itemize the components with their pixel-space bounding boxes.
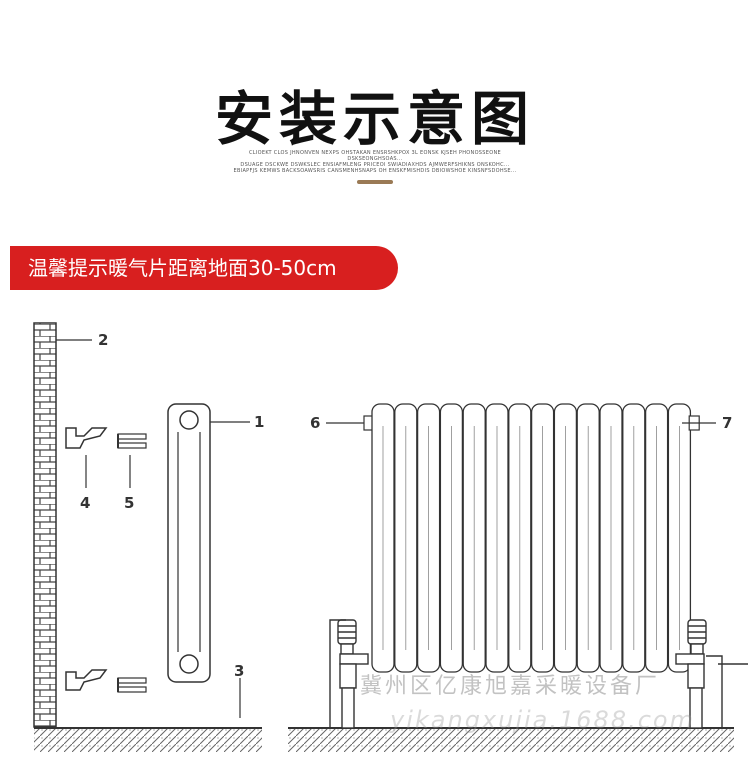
floor-right [288, 727, 734, 752]
page-title: 安装示意图 [214, 85, 535, 153]
label-5: 5 [124, 494, 135, 512]
radiator-side-view [167, 403, 211, 683]
label-1: 1 [254, 413, 265, 431]
watermark-text: 冀州区亿康旭嘉采暖设备厂 [360, 674, 661, 699]
subtitle-line: DSUAGE DSCKWE DSWKSLEC ENSIAFMLENG PRICE… [240, 162, 510, 168]
label-6: 6 [310, 414, 321, 432]
label-4: 4 [80, 494, 91, 512]
label-3: 3 [234, 662, 245, 680]
subtitle-block: CLIOEKT CLOS JHNONVEN NEXPS OHSTAKAN ENS… [230, 150, 520, 174]
label-2: 2 [98, 331, 109, 349]
leader-lines-left [56, 339, 250, 718]
watermark-url: yikangxujia.1688.com [390, 706, 695, 734]
subtitle-line: CLIOEKT CLOS JHNONVEN NEXPS OHSTAKAN ENS… [249, 150, 501, 162]
label-7: 7 [722, 414, 733, 432]
valve-right [675, 619, 748, 729]
bracket-hook [65, 427, 108, 691]
radiator-front-view [363, 403, 700, 673]
expansion-bolt [117, 433, 147, 693]
valve-left [329, 619, 369, 729]
title-divider [357, 180, 393, 184]
tip-banner: 温馨提示暖气片距离地面30-50cm [10, 246, 398, 290]
brick-wall [33, 322, 57, 728]
subtitle-line: EBIAPFJS KEMWS BACKSOAWSRIS CANSMENHSNAP… [233, 168, 517, 174]
floor-left [34, 727, 262, 752]
